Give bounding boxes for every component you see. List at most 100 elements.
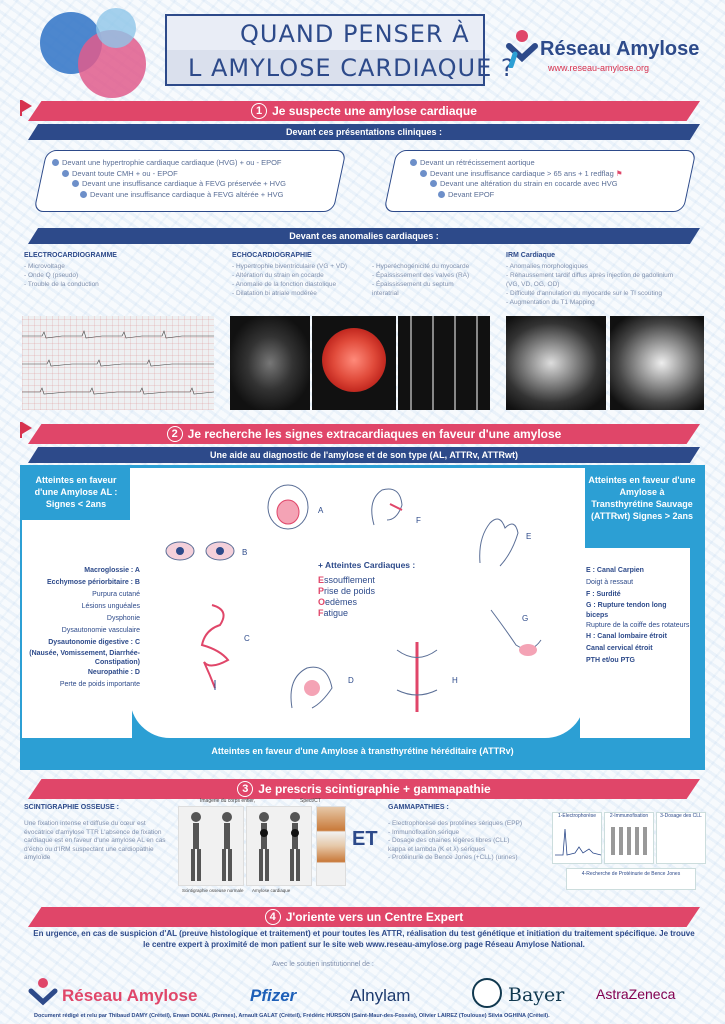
check-icon (430, 180, 437, 187)
al-signs-list: Macroglossie : A Ecchymose périorbitaire… (28, 565, 140, 691)
flag-icon (22, 100, 32, 112)
epof-list: Essoufflement Prise de poids Oedèmes Fat… (318, 575, 375, 619)
scinti-caption-1: Imagerie du corps entier, (200, 798, 256, 804)
electrophoresis-curve-icon (555, 828, 602, 856)
attrwt-sign: Rupture de la coiffe des rotateurs (586, 622, 690, 629)
skeleton-icon (191, 812, 232, 881)
epof-item: Fatigue (318, 608, 349, 618)
digestive-illustration-icon (200, 604, 230, 690)
section2-banner: 2 Je recherche les signes extracardiaque… (28, 424, 700, 444)
ecg-title: ELECTROCARDIOGRAMME (24, 252, 117, 259)
bone-scan-image-amylose (246, 806, 312, 886)
cll-panel: 3-Dosage des CLL (656, 812, 706, 864)
right-column-white (580, 548, 690, 738)
extracardiac-panel-center (130, 468, 585, 738)
arm-illustration-icon (490, 609, 542, 656)
section2-sub-banner: Une aide au diagnostic de l'amylose et d… (28, 447, 700, 463)
clinical-item: Devant une insuffisance cardiaque à FEVG… (52, 190, 342, 201)
logo-url[interactable]: www.reseau-amylose.org (548, 63, 650, 73)
illustration-letter-g: G (522, 614, 529, 623)
al-sign: Neuropathie : D (87, 669, 140, 676)
sponsor-astrazeneca: AstraZeneca (596, 986, 676, 1002)
scinti-title: SCINTIGRAPHIE OSSEUSE : (24, 804, 119, 811)
scinti-caption-2: Spect/CT (300, 798, 321, 804)
scinti-caption-3: Scintigraphie osseuse normale (182, 888, 244, 893)
section3-title: Je prescris scintigraphie + gammapathie (258, 782, 491, 796)
reseau-amylose-footer-icon (28, 978, 58, 1006)
clinical-item: Devant une insuffisance cardiaque > 65 a… (410, 169, 700, 180)
cardiac-signs-title: + Atteintes Cardiaques : (318, 560, 416, 570)
check-icon (52, 159, 59, 166)
clinical-item: Devant une insuffisance cardiaque à FEVG… (52, 179, 342, 190)
al-sign: Dysautonomie digestive : C (48, 639, 140, 646)
ecg-list: - Microvoltage- Onde Q (pseudo)- Trouble… (24, 263, 99, 288)
tongue-illustration-icon (267, 484, 309, 530)
page-title-line1: QUAND PENSER À (240, 20, 470, 48)
attrwt-sign: E : Canal Carpien (586, 567, 644, 574)
spine-illustration-icon (396, 642, 438, 712)
al-sign: Perte de poids importante (59, 681, 140, 688)
spect-ct-image (316, 806, 346, 886)
al-sign: Dysphonie (106, 615, 140, 622)
flag-pole (20, 422, 22, 438)
al-sign: Dysautonomie vasculaire (61, 627, 140, 634)
gamma-title: GAMMAPATHIES : (388, 804, 449, 811)
hand-illustration-icon (479, 518, 519, 567)
echo-strain-bullseye-image (312, 316, 396, 410)
attrwt-title: Atteintes en faveur d'une Amylose à Tran… (588, 475, 696, 521)
eyes-illustration-icon (165, 541, 235, 561)
clinical-item: Devant toute CMH + ou - EPOF (52, 169, 342, 180)
al-sign: (Nausée, Vomissement, Diarrhée-Constipat… (29, 650, 140, 666)
check-icon (80, 190, 87, 198)
ear-illustration-icon (371, 488, 403, 526)
bone-scan-image-normal (178, 806, 244, 886)
lab-title-2: 2-Immunofixation (609, 813, 649, 819)
attrwt-sign: H : Canal lombaire étroit (586, 633, 667, 640)
sponsor-pfizer: Pfizer (250, 986, 297, 1005)
echo-list-b: - Hyperéchogénicité du myocarde- Épaissi… (372, 263, 470, 297)
epof-item: Oedèmes (318, 597, 358, 607)
epof-item: Essoufflement (318, 575, 375, 585)
illustration-letter-b: B (242, 548, 248, 557)
illustration-letter-a: A (318, 506, 324, 515)
echo-title: ECHOCARDIOGRAPHIE (232, 252, 312, 259)
clinical-item: Devant une altération du strain en cocar… (410, 179, 700, 190)
section4-title: J'oriente vers un Centre Expert (285, 910, 464, 924)
section1-title: Je suspecte une amylose cardiaque (272, 104, 477, 118)
page-title-line2: L AMYLOSE CARDIAQUE ? (188, 54, 515, 82)
check-icon (420, 169, 427, 177)
section1-anomalies-banner: Devant ces anomalies cardiaques : (28, 228, 700, 244)
logo-bubble-light (96, 8, 136, 48)
logo-name: Réseau Amylose (540, 38, 700, 60)
attrwt-sign: PTH et/ou PTG (586, 657, 635, 664)
attrwt-sign: Doigt à ressaut (586, 579, 634, 586)
bence-jones-panel: 4-Recherche de Protéinurie de Bence Jone… (566, 868, 696, 890)
attrwt-sign: Canal cervical étroit (586, 645, 653, 652)
et-label: ET (352, 828, 378, 850)
ecg-image (22, 316, 215, 410)
sponsor-reseau-amylose: Réseau Amylose (62, 986, 198, 1005)
attrwt-sign: G : Rupture tendon long biceps (586, 602, 667, 619)
check-icon (410, 159, 417, 166)
attrwt-signs-list: E : Canal Carpien Doigt à ressaut F : Su… (586, 565, 690, 667)
scinti-caption-4: Amylose cardiaque (252, 888, 291, 893)
lab-title-1: 1-Electrophorèse (557, 813, 597, 819)
irm-title: IRM Cardiaque (506, 252, 556, 259)
sponsor-alnylam: Alnylam (350, 986, 411, 1005)
irm-list: - Anomalies morphologiques- Réhaussement… (506, 263, 674, 306)
scinti-text: Une fixation intense et diffuse du cœur … (24, 820, 166, 861)
electrophoresis-panel: 1-Electrophorèse (552, 812, 602, 864)
gamma-list: - Electrophorèse des protéines sériques … (388, 820, 523, 861)
reseau-amylose-logo-icon (506, 30, 538, 68)
al-sign: Ecchymose périorbitaire : B (47, 579, 140, 586)
flag-pole (20, 100, 22, 116)
immunofixation-bands-icon (611, 827, 647, 855)
bayer-cross-icon (472, 978, 502, 1008)
section1-number: 1 (251, 103, 268, 119)
attrv-label: Atteintes en faveur d'une Amylose à tran… (211, 746, 514, 756)
lab-title-3: 3-Dosage des CLL (660, 813, 702, 819)
section2-title: Je recherche les signes extracardiaques … (187, 427, 562, 441)
al-sign: Lésions unguéales (81, 603, 140, 610)
section3-banner: 3 Je prescris scintigraphie + gammapathi… (28, 779, 700, 799)
